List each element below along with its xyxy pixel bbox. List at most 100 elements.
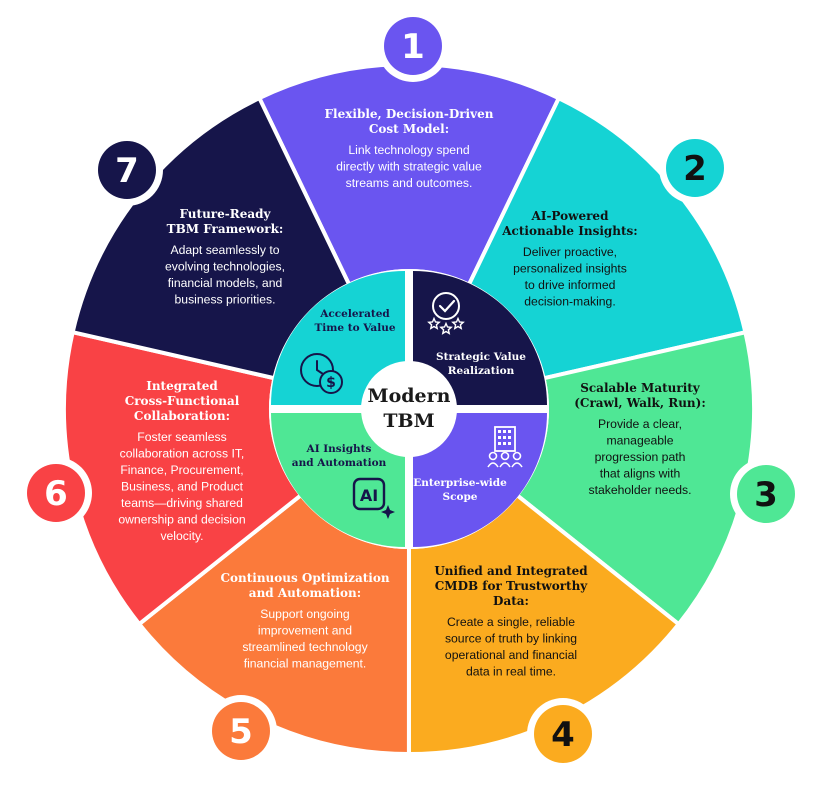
segment-6-title: Collaboration: — [134, 409, 230, 423]
quadrant-4-label: AI Insights — [306, 443, 372, 455]
segment-2-description: decision-making. — [524, 295, 615, 309]
segment-3-description: that aligns with — [600, 467, 681, 481]
segment-3-title: (Crawl, Walk, Run): — [574, 396, 706, 410]
segment-7-title: Future-Ready — [180, 207, 272, 221]
quadrant-1-label: Accelerated — [319, 308, 390, 320]
segment-2-description: personalized insights — [513, 262, 627, 276]
segment-4-description: source of truth by linking — [445, 632, 577, 646]
segment-4-title: Unified and Integrated — [434, 564, 588, 578]
segment-4-title: CMDB for Trustworthy — [435, 579, 589, 593]
quadrant-4 — [271, 413, 405, 547]
number-badges: 1 2 3 4 5 6 7 — [20, 10, 802, 770]
segment-6-description: Finance, Procurement, — [120, 463, 243, 477]
clock-dollar-icon: $ — [300, 353, 343, 394]
segment-7-title: TBM Framework: — [167, 222, 284, 236]
segment-3-title: Scalable Maturity — [580, 381, 701, 395]
segment-6-description: collaboration across IT, — [120, 447, 245, 461]
number-badge-3: 3 — [730, 458, 802, 530]
segment-5-title: Continuous Optimization — [220, 571, 389, 585]
segment-1-title: Cost Model: — [369, 122, 449, 136]
quadrant-3-label: Enterprise-wide — [413, 477, 507, 489]
quadrant-3 — [413, 413, 547, 547]
badge-fill — [666, 139, 724, 197]
svg-text:$: $ — [326, 375, 336, 391]
check-badge-stars-icon — [427, 292, 465, 335]
segment-5-description: Support ongoing — [260, 607, 349, 621]
quadrant-4-label: and Automation — [292, 457, 387, 469]
center-circle — [361, 361, 457, 457]
segment-7-description: business priorities. — [175, 293, 276, 307]
badge-number: 7 — [115, 151, 139, 191]
segment-5-description: improvement and — [258, 624, 352, 638]
badge-number: 5 — [229, 712, 253, 752]
badge-number: 4 — [551, 715, 575, 755]
number-badge-1: 1 — [377, 10, 449, 82]
quadrant-2 — [413, 271, 547, 405]
segment-3-description: Provide a clear, — [598, 417, 682, 431]
segment-1-description: streams and outcomes. — [346, 176, 473, 190]
badge-fill — [534, 705, 592, 763]
segment-7-description: evolving technologies, — [165, 260, 285, 274]
badge-number: 1 — [401, 27, 425, 67]
segment-6-title: Cross-Functional — [125, 394, 240, 408]
center-hub: Modern TBM — [361, 361, 457, 457]
segment-6-description: teams—driving shared — [121, 496, 243, 510]
quadrant-3-label: Scope — [442, 491, 477, 503]
segment-6-description: Business, and Product — [121, 480, 244, 494]
segment-6-description: velocity. — [160, 529, 203, 543]
segment-2-title: AI-Powered — [531, 209, 610, 223]
segment-3-description: progression path — [595, 450, 686, 464]
ai-chip-icon: AI — [352, 477, 395, 519]
segment-6-text: IntegratedCross-FunctionalCollaboration:… — [118, 379, 245, 543]
badge-number: 3 — [754, 475, 778, 515]
segment-3-description: stakeholder needs. — [589, 483, 692, 497]
segment-7-description: financial models, and — [168, 276, 283, 290]
quadrant-1-label: Time to Value — [314, 322, 395, 334]
segment-6-description: ownership and decision — [118, 513, 245, 527]
segment-4-description: operational and financial — [445, 648, 577, 662]
number-badge-7: 7 — [91, 134, 163, 206]
svg-text:AI: AI — [360, 486, 378, 505]
segment-1-title: Flexible, Decision-Driven — [325, 107, 494, 121]
badge-number: 6 — [44, 474, 68, 514]
quadrant-2-label: Realization — [448, 365, 515, 377]
building-people-icon — [487, 426, 523, 468]
segment-2-description: to drive informed — [525, 278, 616, 292]
segment-1-description: directly with strategic value — [336, 160, 482, 174]
number-badge-2: 2 — [659, 132, 731, 204]
segment-5-description: financial management. — [244, 657, 367, 671]
quadrant-2-label: Strategic Value — [436, 351, 526, 363]
segment-5-title: and Automation: — [249, 586, 361, 600]
segment-4-description: Create a single, reliable — [447, 615, 575, 629]
badge-fill — [384, 17, 442, 75]
segment-6-title: Integrated — [146, 379, 218, 393]
center-title-line2: TBM — [383, 410, 434, 432]
segment-2-title: Actionable Insights: — [501, 224, 637, 238]
badge-fill — [212, 702, 270, 760]
badge-fill — [27, 464, 85, 522]
segment-4-title: Data: — [493, 594, 529, 608]
segment-7-description: Adapt seamlessly to — [170, 243, 279, 257]
segment-3-text: Scalable Maturity(Crawl, Walk, Run): Prov… — [574, 381, 706, 497]
segment-3-description: manageable — [606, 434, 673, 448]
number-badge-5: 5 — [205, 695, 277, 767]
badge-number: 2 — [683, 149, 707, 189]
segment-4-description: data in real time. — [466, 665, 556, 679]
segment-1-description: Link technology spend — [348, 143, 469, 157]
segment-2-description: Deliver proactive, — [523, 245, 617, 259]
badge-fill — [737, 465, 795, 523]
number-badge-4: 4 — [527, 698, 599, 770]
segment-5-description: streamlined technology — [242, 640, 368, 654]
center-title-line1: Modern — [368, 385, 451, 407]
segment-6-description: Foster seamless — [137, 430, 226, 444]
quadrant-1 — [271, 271, 405, 405]
badge-fill — [98, 141, 156, 199]
